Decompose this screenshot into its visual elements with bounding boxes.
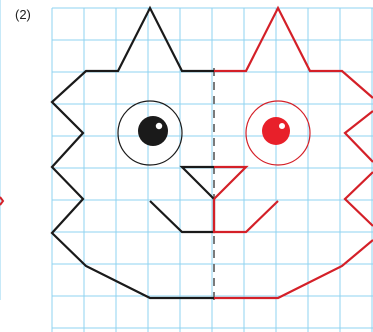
right-head-outline-bottom [214,240,373,298]
left-pupil [138,116,168,146]
right-mouth [214,199,278,232]
figure-label: (2) [15,8,31,21]
square-grid [52,8,373,332]
right-half-red [214,8,373,298]
left-edge-fragments [0,0,3,300]
left-head-outline [52,8,214,298]
left-nose [182,167,214,199]
right-head-outline [214,8,373,98]
right-pupil [262,117,290,145]
right-nose [214,167,246,199]
right-pupil-highlight [279,123,285,129]
left-mouth [150,199,214,232]
left-pupil-highlight [156,123,162,129]
left-half-black [52,8,214,298]
right-head-outline-side [345,172,373,226]
